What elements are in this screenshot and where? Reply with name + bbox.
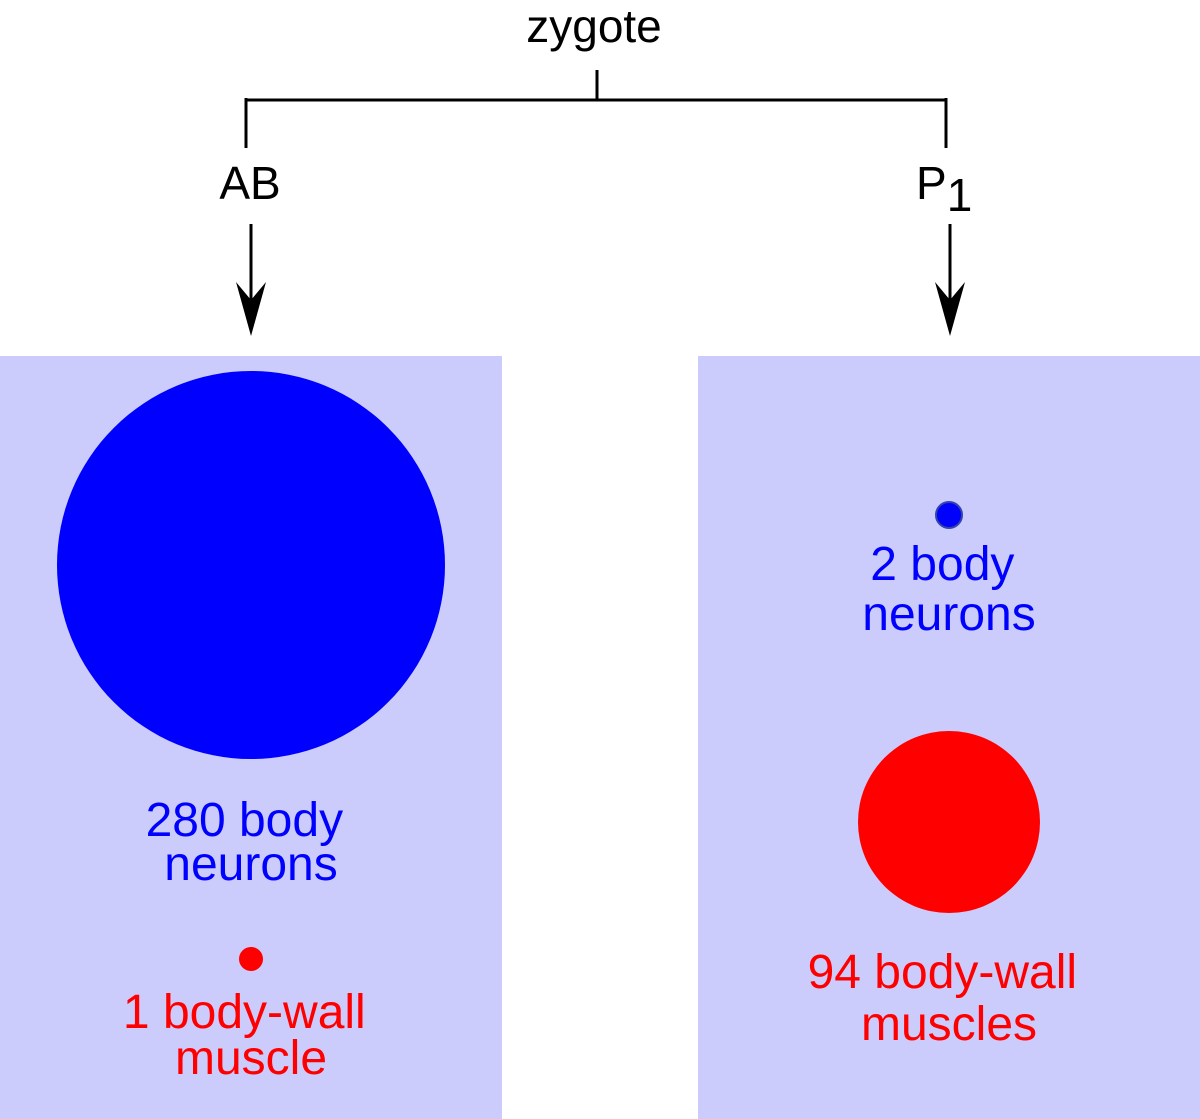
zygote-label: zygote: [526, 0, 662, 52]
ab-muscle-text: 1 body-wall muscle: [123, 986, 379, 1085]
left-arrow: [236, 224, 266, 336]
ab-label: AB: [219, 157, 280, 209]
p1-neuron-circle: [935, 501, 963, 529]
ab-panel: 280 body neurons 1 body-wall muscle: [0, 356, 502, 1119]
left-arrowhead: [236, 282, 266, 336]
p1-label-subscript: 1: [947, 169, 973, 221]
ab-muscle-circle: [239, 947, 263, 971]
right-arrow: [935, 224, 965, 336]
p1-label: P1: [916, 157, 972, 221]
lineage-tree-lines: [244, 70, 948, 148]
p1-muscle-circle: [858, 731, 1040, 913]
p1-label-main: P: [916, 157, 947, 209]
p1-muscle-text: 94 body-wall muscles: [808, 946, 1091, 1051]
right-arrowhead: [935, 282, 965, 336]
p1-panel: 2 body neurons 94 body-wall muscles: [698, 356, 1200, 1119]
ab-neuron-circle: [57, 371, 445, 759]
p1-neuron-text: 2 body neurons: [862, 538, 1035, 641]
ab-neuron-text: 280 body neurons: [146, 794, 357, 891]
